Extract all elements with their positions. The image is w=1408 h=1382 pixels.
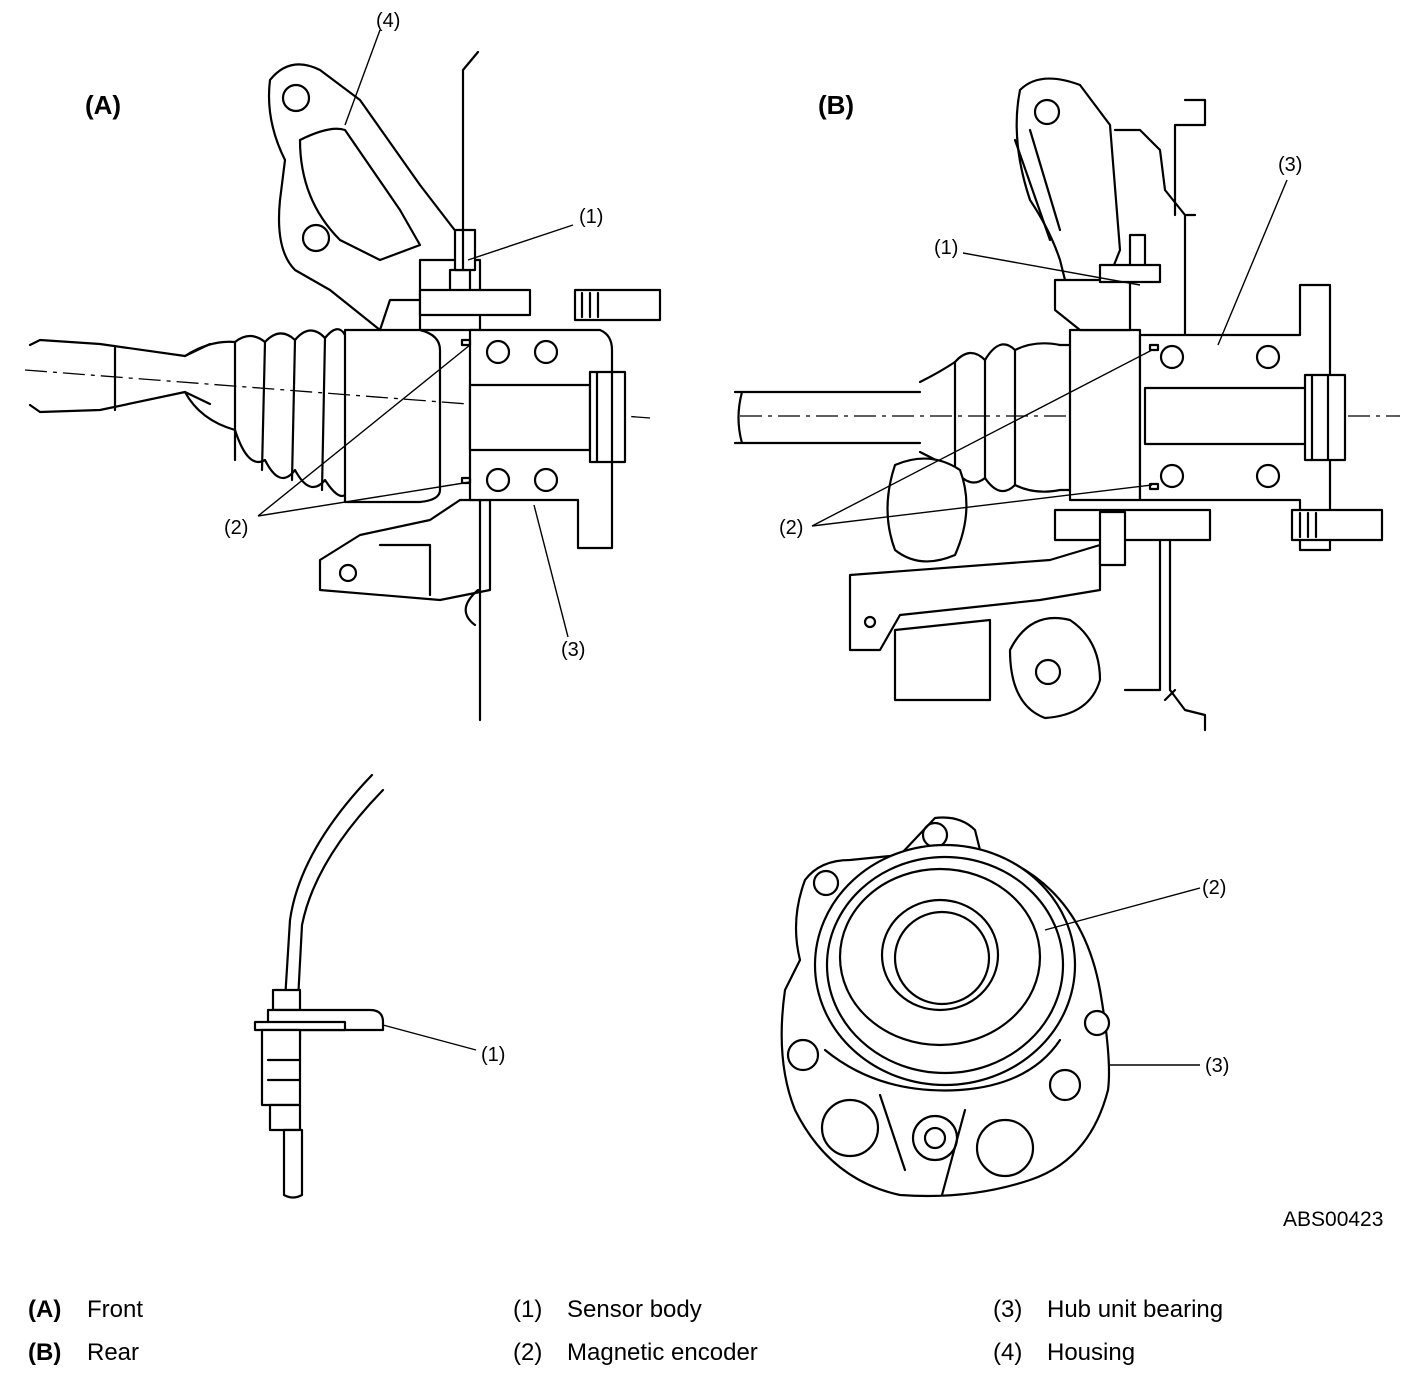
callout-hub-detail-encoder: (2) (1202, 877, 1227, 899)
legend-key: (A) (28, 1296, 62, 1323)
legend-item-magnetic-encoder: (2) Magnetic encoder (513, 1339, 758, 1366)
callout-front-sensor-body: (1) (579, 206, 604, 228)
hub-detail-leader-lines (1044, 887, 1201, 1066)
legend-text: Hub unit bearing (1047, 1296, 1224, 1323)
legend-text: Rear (87, 1339, 140, 1366)
legend-key: (B) (28, 1339, 62, 1366)
legend-text: Magnetic encoder (567, 1339, 758, 1366)
view-label-front: (A) (85, 90, 122, 120)
callout-hub-detail-bearing: (3) (1205, 1055, 1230, 1077)
callout-front-magnetic-encoder: (2) (224, 517, 249, 539)
callout-rear-magnetic-encoder: (2) (779, 517, 804, 539)
callout-rear-sensor-body: (1) (934, 237, 959, 259)
view-label-rear: (B) (818, 90, 855, 120)
legend-text: Front (87, 1296, 144, 1323)
legend-text: Sensor body (567, 1296, 702, 1323)
legend-item-sensor-body: (1) Sensor body (513, 1296, 702, 1323)
front-leader-lines (257, 29, 574, 638)
rear-leader-lines (811, 179, 1288, 527)
callout-sensor-detail: (1) (481, 1044, 506, 1066)
legend-key: (2) (513, 1339, 543, 1366)
hub-bearing-detail-drawing (780, 816, 1111, 1198)
legend: (A) Front (B) Rear (1) Sensor body (2) M… (0, 1290, 1408, 1370)
rear-assembly-drawing (733, 77, 1400, 732)
legend-key: (4) (993, 1339, 1023, 1366)
callout-front-housing: (4) (376, 10, 401, 32)
legend-text: Housing (1047, 1339, 1136, 1366)
callout-rear-hub-unit-bearing: (3) (1278, 154, 1303, 176)
legend-item-hub-unit-bearing: (3) Hub unit bearing (993, 1296, 1223, 1323)
legend-item-rear: (B) Rear (28, 1339, 139, 1366)
sensor-detail-leader-line (382, 1024, 477, 1051)
sensor-body-detail-drawing (253, 773, 385, 1199)
legend-item-front: (A) Front (28, 1296, 143, 1323)
technical-drawing (24, 29, 1400, 1199)
legend-key: (1) (513, 1296, 543, 1323)
figure-code: ABS00423 (1283, 1208, 1384, 1231)
front-assembly-drawing (24, 50, 662, 722)
legend-key: (3) (993, 1296, 1023, 1323)
callout-front-hub-unit-bearing: (3) (561, 639, 586, 661)
legend-item-housing: (4) Housing (993, 1339, 1135, 1366)
